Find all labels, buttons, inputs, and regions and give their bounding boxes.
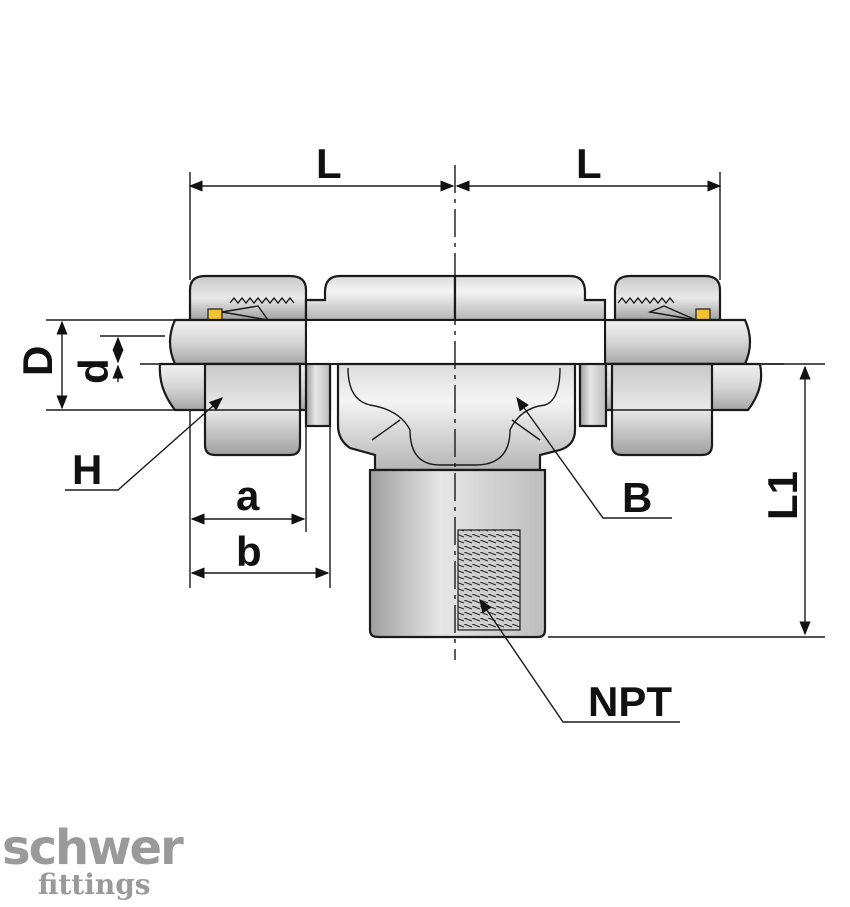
label-a: a [236, 472, 260, 519]
left-back-ring [207, 308, 223, 321]
center-lines [140, 165, 790, 660]
label-d: d [70, 358, 117, 384]
tee-body-lower [203, 362, 714, 639]
label-H: H [72, 446, 102, 493]
left-ferrule [221, 305, 270, 321]
label-b: b [236, 528, 262, 575]
right-back-ring [695, 308, 711, 321]
right-ferrule [647, 305, 697, 321]
label-NPT: NPT [588, 678, 672, 725]
logo-main-text: schwer [2, 820, 184, 876]
logo-sub-text: fittings [38, 868, 151, 901]
label-L-left: L [316, 140, 342, 187]
npt-thread [457, 529, 521, 631]
label-B: B [622, 474, 652, 521]
label-D: D [14, 346, 61, 376]
dimension-lines [46, 172, 825, 723]
label-L-right: L [576, 140, 602, 187]
schwer-fittings-logo: schwer fittings [2, 820, 186, 901]
label-L1: L1 [759, 471, 806, 520]
